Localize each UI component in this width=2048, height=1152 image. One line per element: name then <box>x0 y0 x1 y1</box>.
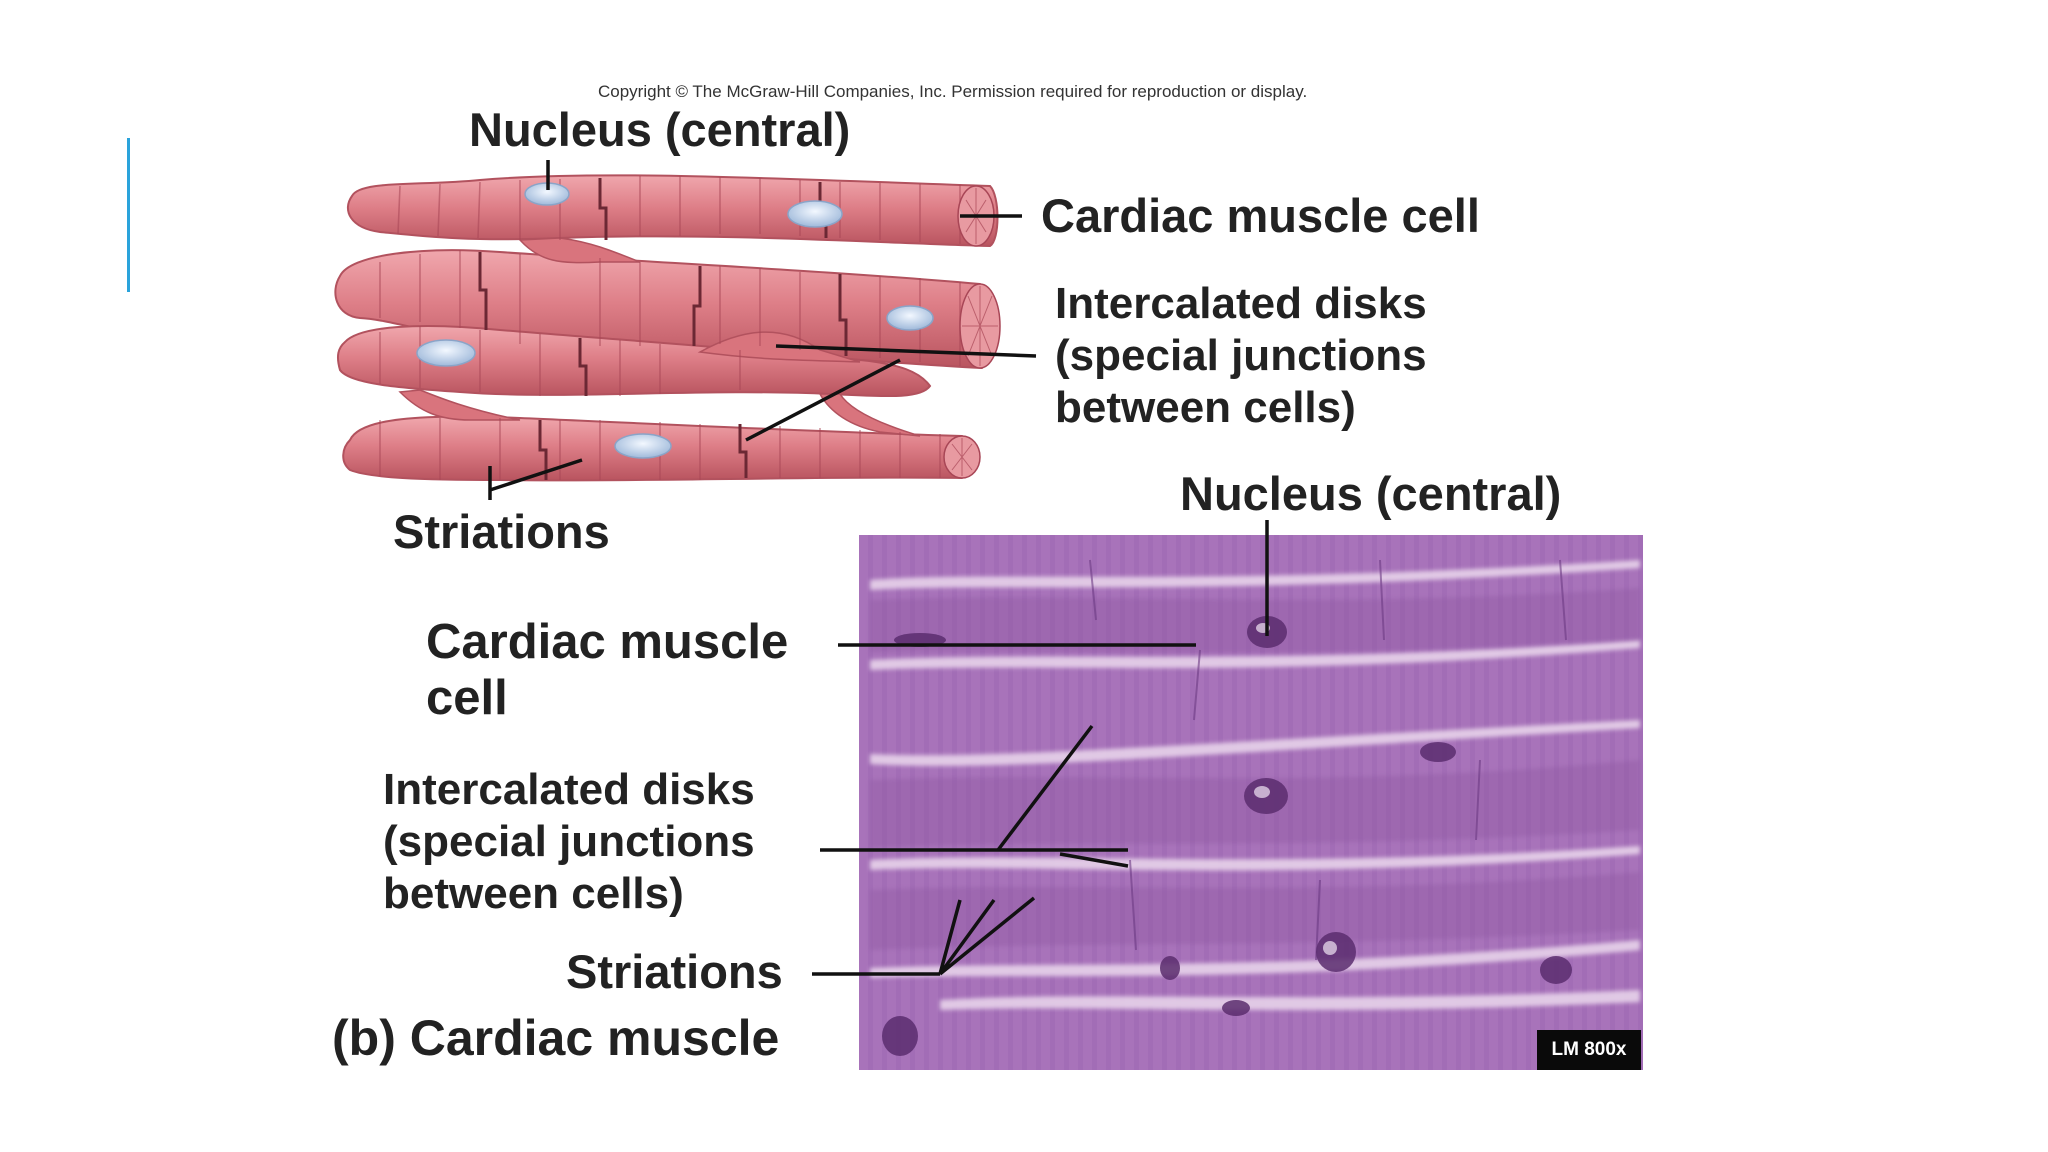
micrograph-nucleus <box>1540 956 1572 984</box>
illustration-cardiac-cell-label: Cardiac muscle cell <box>1041 189 1480 242</box>
micrograph-striations-label: Striations <box>566 945 783 998</box>
slide-accent-bar <box>127 138 130 292</box>
figure-caption: (b) Cardiac muscle <box>332 1010 780 1066</box>
cardiac-cell-line-2: cell <box>426 671 508 725</box>
illustration-leader-lines <box>488 160 1037 500</box>
micrograph-nucleus <box>1420 742 1456 762</box>
micrograph-intercalated-label: Intercalated disks (special junctions be… <box>383 764 755 920</box>
micrograph-nucleus <box>882 1016 918 1056</box>
muscle-fiber <box>336 325 932 398</box>
nuclei <box>416 182 934 459</box>
cardiac-cell-line-1: Cardiac muscle <box>426 615 789 669</box>
intercalated-line-2: (special junctions <box>1055 331 1427 380</box>
micrograph-nucleus <box>1222 1000 1250 1016</box>
nucleus-icon <box>416 339 476 367</box>
cardiac-cell-illustration <box>334 174 1001 482</box>
micrograph-cardiac-cell-label: Cardiac muscle cell <box>426 614 788 726</box>
nucleus-icon <box>787 200 843 228</box>
intercalated-line-1: Intercalated disks <box>1055 279 1427 328</box>
micrograph-nucleus <box>1316 932 1356 972</box>
nucleus-icon <box>886 305 934 331</box>
intercalated-line-1: Intercalated disks <box>383 765 755 814</box>
micrograph-nucleus <box>1160 956 1180 980</box>
copyright-notice: Copyright © The McGraw-Hill Companies, I… <box>598 82 1308 101</box>
illustration-intercalated-label: Intercalated disks (special junctions be… <box>1055 278 1427 434</box>
intercalated-line-3: between cells) <box>1055 383 1356 432</box>
illustration-striations-label: Striations <box>393 505 610 558</box>
intercalated-line-3: between cells) <box>383 869 684 918</box>
muscle-fiber <box>347 174 999 248</box>
micrograph-nucleus-label: Nucleus (central) <box>1180 467 1562 520</box>
micrograph-image <box>859 535 1643 1070</box>
illustration-nucleus-label: Nucleus (central) <box>469 103 851 156</box>
nucleus-icon <box>614 433 672 459</box>
intercalated-line-2: (special junctions <box>383 817 755 866</box>
magnification-badge: LM 800x <box>1537 1030 1641 1070</box>
micrograph-leader-lines <box>812 520 1269 976</box>
